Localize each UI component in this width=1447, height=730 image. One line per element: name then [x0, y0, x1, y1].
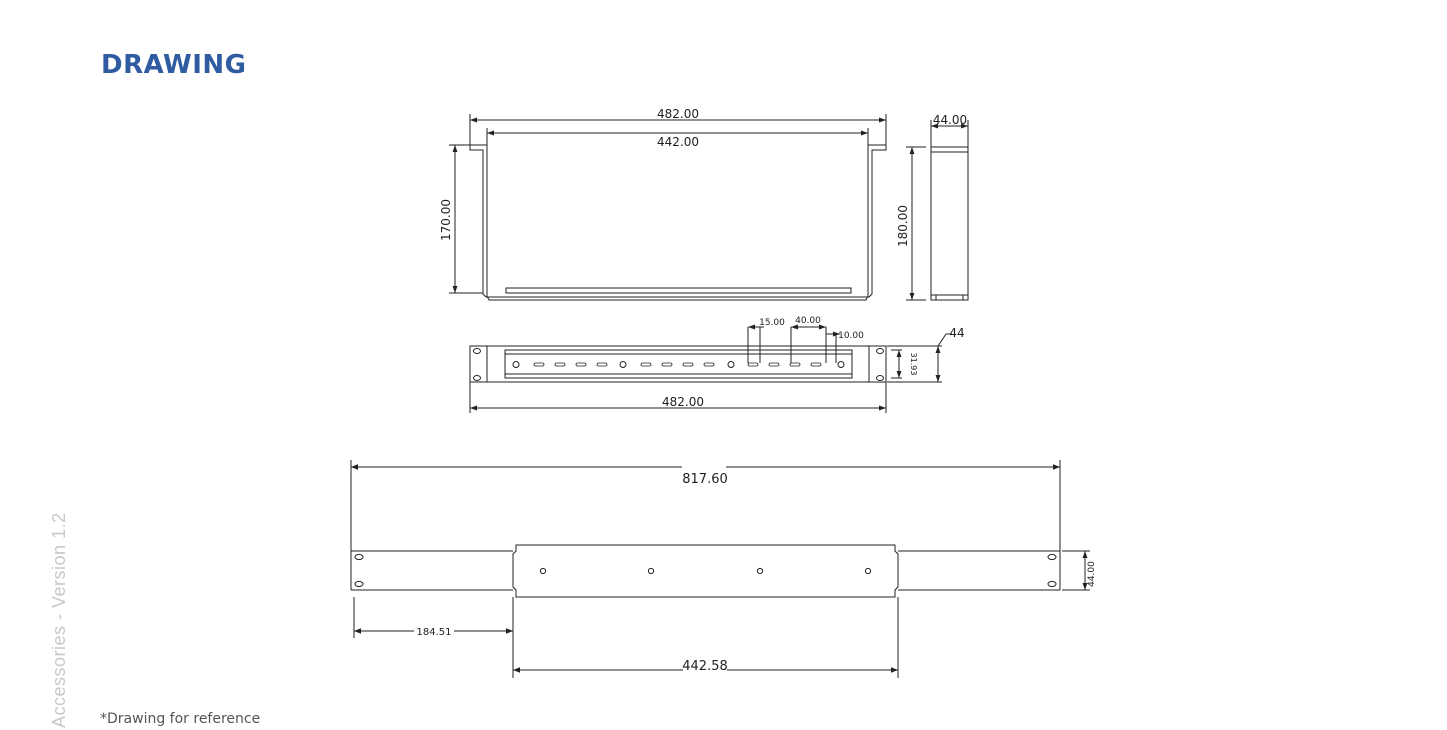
front-width-outer-label: 482.00 [657, 107, 699, 121]
side-height-label: 180.00 [896, 205, 910, 247]
bracket-center-label: 442.58 [682, 659, 728, 674]
bracket-overall-label: 817.60 [682, 472, 728, 487]
hole-gap-label: 10.00 [838, 331, 864, 341]
side-depth-label: 44.00 [933, 113, 967, 127]
front-width-inner-label: 442.00 [657, 135, 699, 149]
top-height-label: 44 [949, 326, 964, 340]
top-width-label: 482.00 [662, 395, 704, 409]
footnote: *Drawing for reference [100, 711, 261, 727]
page-heading: DRAWING [101, 50, 247, 80]
hole-width-label: 15.00 [759, 318, 785, 328]
hole-pitch-label: 40.00 [795, 316, 821, 326]
version-side-label: Accessories - Version 1.2 [49, 512, 69, 728]
rail-height-label: 31.93 [909, 353, 918, 376]
bracket-left-offset-label: 184.51 [417, 627, 452, 638]
top-view [469, 324, 952, 413]
bracket-height-label: 44.00 [1087, 561, 1097, 587]
bracket-view [350, 460, 1090, 678]
front-view [449, 114, 887, 301]
side-view [906, 120, 969, 301]
front-height-label: 170.00 [439, 199, 453, 241]
